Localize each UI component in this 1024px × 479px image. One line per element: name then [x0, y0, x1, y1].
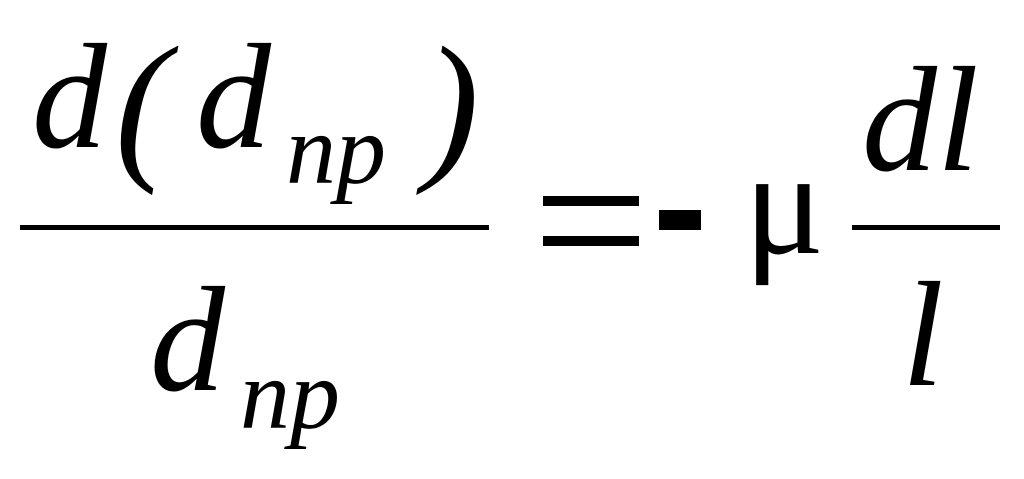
numerator-inner-d: d [196, 14, 271, 180]
denominator-d: d [150, 257, 225, 423]
denominator-subscript: np [240, 339, 340, 450]
numerator-subscript: np [286, 94, 386, 205]
right-fraction-bar [852, 225, 1000, 230]
numerator-close-paren: ) [424, 13, 479, 196]
numerator-d: d [32, 14, 107, 180]
equals-sign: = [543, 196, 639, 248]
left-fraction-bar [20, 225, 489, 230]
mu-symbol: μ [744, 120, 825, 286]
right-denominator: l [902, 252, 944, 418]
numerator-open-paren: ( [115, 13, 170, 196]
right-numerator: dl [862, 37, 979, 203]
minus-sign: - [659, 210, 701, 230]
